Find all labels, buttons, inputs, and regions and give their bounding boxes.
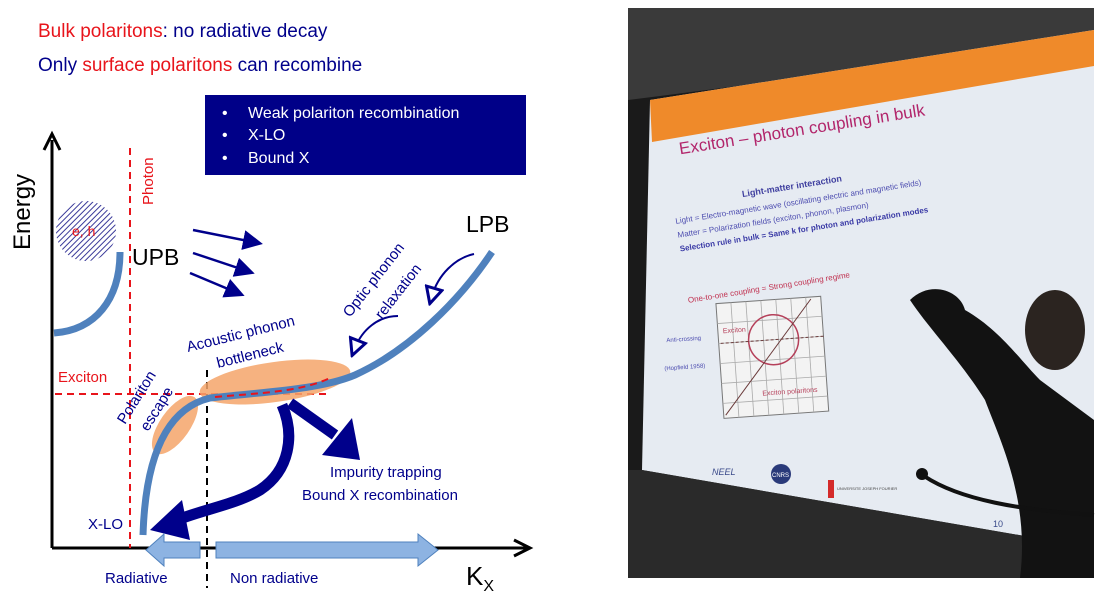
header-red-2: surface polaritons xyxy=(82,55,232,76)
header-line-2: Only surface polaritons can recombine xyxy=(38,55,362,76)
cnrs-logo-text: CNRS xyxy=(772,473,789,479)
lpb-label: LPB xyxy=(466,211,509,237)
scatter-arrow xyxy=(192,251,255,277)
ujf-logo-text: UNIVERSITE JOSEPH FOURIER xyxy=(837,486,897,491)
slide-plot: Exciton Exciton polaritons Anti-crossing… xyxy=(664,295,830,419)
header-red-1: Bulk polaritons xyxy=(38,21,163,42)
optic-relaxation-arrow xyxy=(432,253,475,296)
non-radiative-arrow xyxy=(215,532,439,568)
impurity-arrow xyxy=(286,398,339,440)
upb-curve xyxy=(53,251,124,337)
slide-page-number: 10 xyxy=(993,519,1003,529)
polariton-diagram: Bulk polaritons: no radiative decay Only… xyxy=(9,21,534,595)
presenter-head xyxy=(1025,290,1085,370)
xlo-arrow xyxy=(169,402,295,528)
upb-label: UPB xyxy=(132,244,179,270)
bullet: • xyxy=(222,127,228,144)
non-radiative-label: Non radiative xyxy=(230,570,318,587)
x-axis-arrow xyxy=(513,538,534,558)
box-item: X-LO xyxy=(248,127,285,144)
header-rest-1: : no radiative decay xyxy=(163,21,328,42)
photon-label: Photon xyxy=(140,157,157,205)
header-start-2: Only xyxy=(38,55,82,76)
scatter-arrow xyxy=(189,271,245,298)
process-box xyxy=(205,95,526,175)
plot-polaritons-label: Exciton polaritons xyxy=(762,387,818,398)
projection-screen xyxy=(642,30,1094,548)
radiative-label: Radiative xyxy=(105,570,168,587)
slide-title-bar xyxy=(650,30,1094,142)
optic-relaxation-arrow xyxy=(355,315,399,348)
ujf-logo xyxy=(828,480,834,498)
impurity-label-1: Impurity trapping xyxy=(330,464,442,481)
x-axis-label: KX xyxy=(466,561,494,595)
xlo-arrowhead xyxy=(150,500,190,540)
neel-logo: NEEL xyxy=(712,467,736,477)
x-label-main: K xyxy=(466,561,484,591)
box-item: Bound X xyxy=(248,150,310,167)
header-end-2: can recombine xyxy=(232,55,362,76)
exciton-dashed-on-curve xyxy=(214,377,331,398)
bullet: • xyxy=(222,150,228,167)
x-label-sub: X xyxy=(483,578,494,595)
cnrs-logo xyxy=(771,464,791,484)
electron-hole-cloud xyxy=(56,201,116,261)
presenter-silhouette xyxy=(910,289,1094,578)
y-axis-arrow xyxy=(42,130,62,151)
xlo-label: X-LO xyxy=(88,516,123,533)
y-axis-label: Energy xyxy=(9,174,36,250)
plot-reference: (Hopfield 1958) xyxy=(664,364,705,373)
bullet: • xyxy=(222,105,228,122)
impurity-label-2: Bound X recombination xyxy=(302,487,458,504)
eh-label: e, h xyxy=(72,223,95,239)
plot-exciton-label: Exciton xyxy=(723,327,746,336)
impurity-arrowhead xyxy=(322,418,360,460)
header-line-1: Bulk polaritons: no radiative decay xyxy=(38,21,328,42)
microphone xyxy=(922,474,1095,517)
exciton-label: Exciton xyxy=(58,369,107,386)
radiative-arrow xyxy=(145,532,201,568)
wall-below-screen xyxy=(628,470,1094,578)
box-item: Weak polariton recombination xyxy=(248,105,459,122)
lecture-photo: Exciton – photon coupling in bulk Light-… xyxy=(628,8,1095,578)
plot-anti-crossing: Anti-crossing xyxy=(666,336,701,344)
scatter-arrow xyxy=(192,228,263,250)
